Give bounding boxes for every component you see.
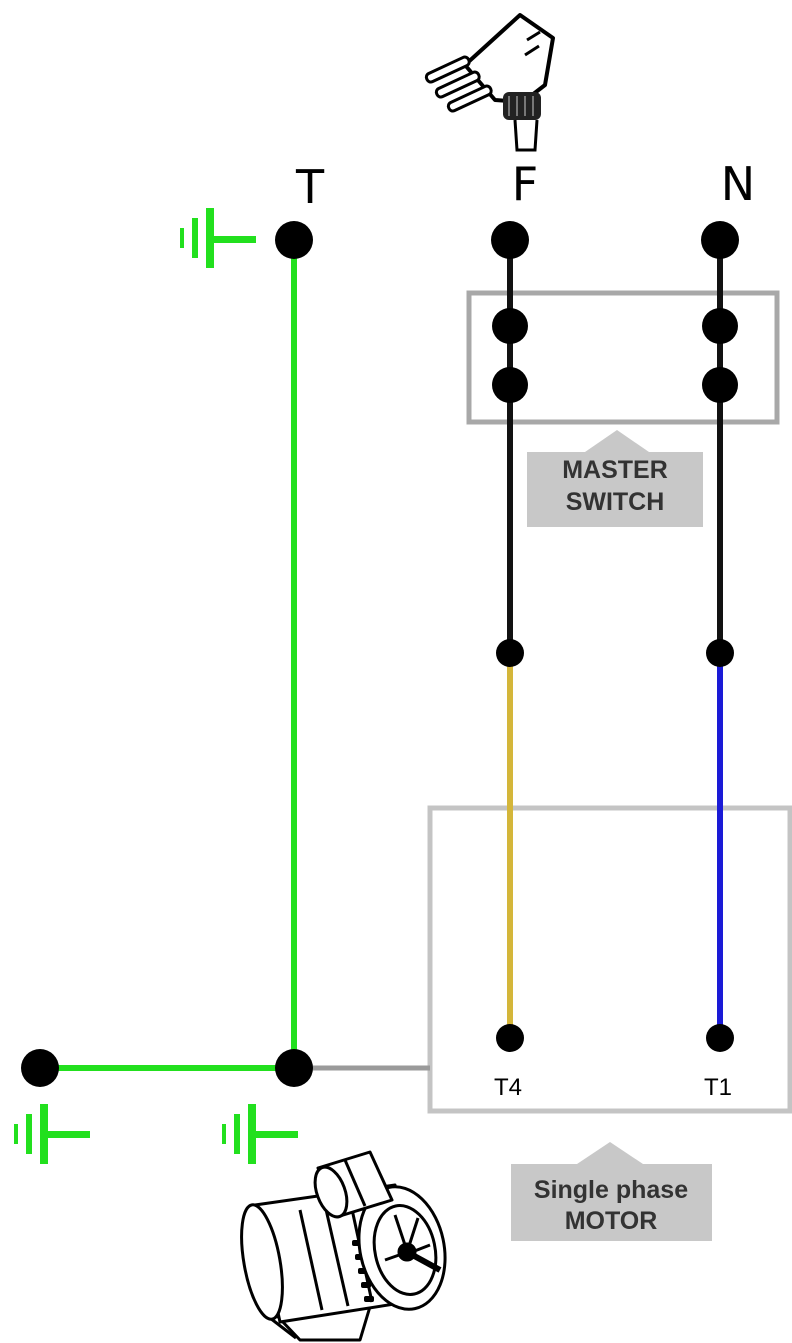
motor-terminal-t4-node xyxy=(496,1024,524,1052)
motor-callout: Single phase MOTOR xyxy=(511,1142,712,1241)
master-switch-label-line1: MASTER xyxy=(562,456,668,484)
earth-terminal-node xyxy=(275,221,313,259)
switch-neutral-in-node xyxy=(702,308,738,344)
switch-phase-out-node xyxy=(492,367,528,403)
master-switch-label-line2: SWITCH xyxy=(566,488,665,516)
motor-label-line1: Single phase xyxy=(534,1176,688,1204)
neutral-junction-node xyxy=(706,639,734,667)
earth-extra-node xyxy=(21,1049,59,1087)
ground-icon xyxy=(14,1104,90,1164)
phase-terminal-label: F xyxy=(512,157,538,211)
master-switch-box xyxy=(466,290,780,425)
switch-phase-in-node xyxy=(492,308,528,344)
ground-icon xyxy=(180,208,256,268)
motor-terminal-box xyxy=(427,805,792,1114)
motor-terminal-t4-label: T4 xyxy=(494,1074,522,1101)
earth-terminal-label: T xyxy=(295,160,325,214)
phase-junction-node xyxy=(496,639,524,667)
ground-icon xyxy=(222,1104,298,1164)
neutral-terminal-node xyxy=(701,221,739,259)
motor-label-line2: MOTOR xyxy=(565,1207,658,1235)
switch-neutral-out-node xyxy=(702,367,738,403)
earth-junction-node xyxy=(275,1049,313,1087)
master-switch-callout: MASTER SWITCH xyxy=(527,430,703,527)
motor-icon xyxy=(240,1150,447,1342)
plug-icon xyxy=(424,13,555,152)
motor-terminal-t1-label: T1 xyxy=(704,1074,732,1101)
neutral-terminal-label: N xyxy=(721,157,755,211)
motor-terminal-t1-node xyxy=(706,1024,734,1052)
phase-terminal-node xyxy=(491,221,529,259)
